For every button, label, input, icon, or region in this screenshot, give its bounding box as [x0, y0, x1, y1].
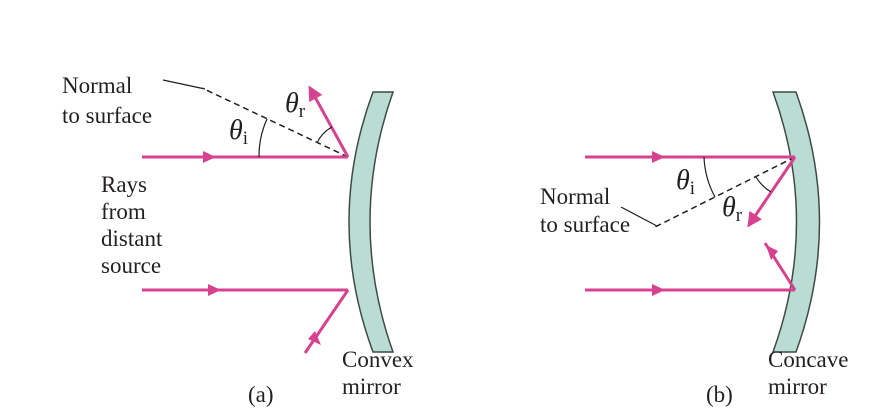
arrow-incident-top-a — [203, 151, 216, 163]
theta-i-b: θi — [676, 165, 695, 199]
reflected-ray-top-b — [747, 156, 797, 228]
normal-line-a — [201, 87, 349, 158]
convex-mirror — [348, 91, 395, 353]
reflected-ray-top-a — [308, 85, 350, 158]
normal-line-b — [654, 156, 796, 228]
normal-label-a-line1: Normal — [62, 73, 132, 98]
caption-a: (a) — [248, 382, 274, 407]
theta-subscript: r — [299, 101, 306, 122]
normal-label-b-line1: Normal — [540, 184, 610, 209]
theta-symbol: θ — [285, 88, 299, 119]
convex-mirror-label-line1: Convex — [342, 347, 414, 372]
normal-leader-a — [162, 79, 206, 90]
rays-label-line4: source — [101, 253, 161, 278]
reflected-ray-bottom-a — [303, 289, 350, 354]
rays-label-line3: distant — [101, 226, 163, 251]
normal-label-b-line2: to surface — [540, 212, 630, 237]
rays-label-line1: Rays — [101, 172, 147, 197]
arrow-reflected-bottom-a — [308, 331, 321, 345]
normal-leader-b — [620, 206, 658, 227]
concave-mirror-label-line1: Concave — [768, 347, 848, 372]
theta-subscript: i — [690, 178, 695, 199]
reflection-angle-arc-b — [755, 176, 772, 193]
panel-b-concave: θi θr Normal to surface Concave mirror (… — [540, 91, 848, 407]
normal-label-a-line2: to surface — [62, 103, 152, 128]
theta-symbol: θ — [722, 192, 736, 223]
concave-mirror-label-line2: mirror — [768, 374, 827, 399]
arrow-incident-top-b — [652, 151, 665, 163]
arrow-reflected-bottom-b — [766, 245, 778, 260]
theta-symbol: θ — [676, 165, 690, 196]
caption-b: (b) — [706, 382, 733, 407]
theta-r-b: θr — [722, 192, 743, 226]
theta-i-a: θi — [229, 115, 248, 149]
theta-subscript: r — [736, 205, 743, 226]
incidence-angle-arc-b — [703, 156, 716, 198]
rays-label-line2: from — [101, 199, 146, 224]
concave-mirror — [771, 91, 821, 353]
theta-subscript: i — [243, 128, 248, 149]
theta-r-a: θr — [285, 88, 306, 122]
incidence-angle-arc-a — [258, 118, 268, 158]
reflection-angle-arc-a — [316, 126, 333, 144]
panel-a-convex: Normal to surface θi θr Rays from distan… — [62, 73, 414, 407]
arrow-incident-bottom-a — [208, 284, 221, 296]
theta-symbol: θ — [229, 115, 243, 146]
arrow-incident-bottom-b — [652, 284, 665, 296]
convex-mirror-label-line2: mirror — [342, 374, 401, 399]
